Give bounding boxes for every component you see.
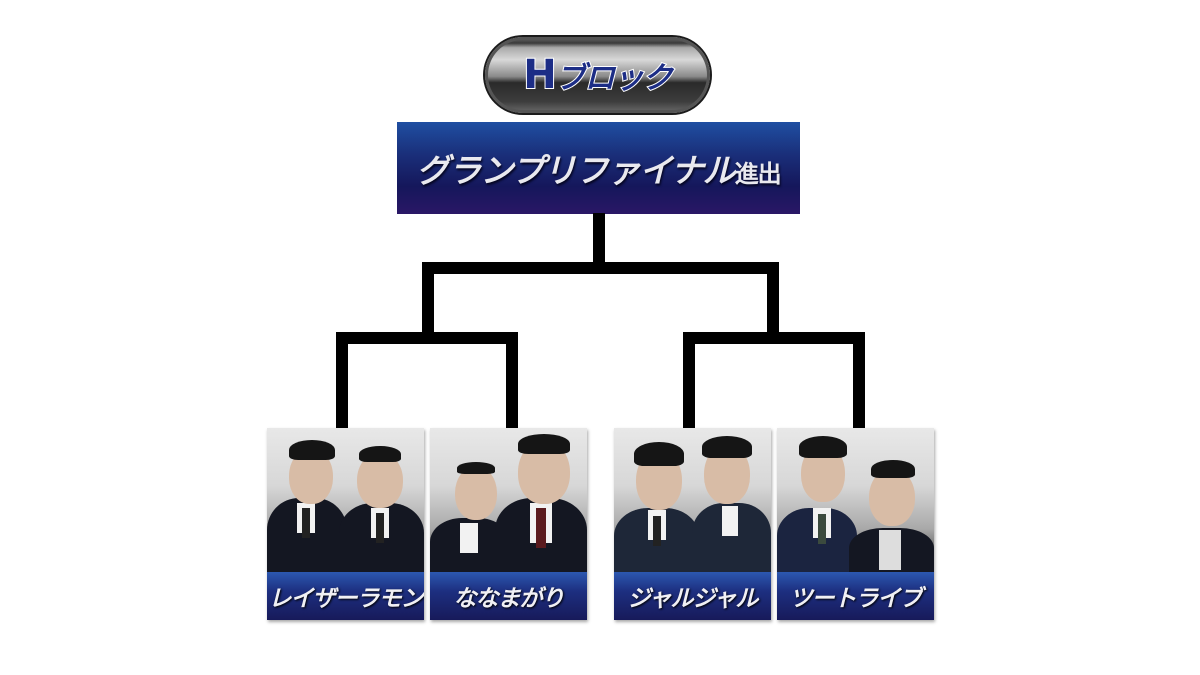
entrant-card: ジャルジャル (614, 428, 771, 620)
entrant-card: ななまがり (430, 428, 587, 620)
bracket-leg-3 (683, 332, 695, 428)
entrant-name-band: レイザーラモン (267, 572, 424, 620)
entrant-name: レイザーラモン (268, 585, 424, 612)
bracket-leg-1 (336, 332, 348, 428)
entrant-name: ツートライブ (789, 585, 923, 612)
entrant-card: ツートライブ (777, 428, 934, 620)
bracket-stem (593, 213, 605, 269)
entrant-photo (777, 428, 934, 578)
entrant-photo (430, 428, 587, 578)
final-title: グランプリファイナル (416, 151, 735, 190)
block-badge: Hブロック (485, 37, 710, 113)
entrant-name-band: ななまがり (430, 572, 587, 620)
block-letter: H (522, 51, 558, 99)
bracket-leg-4 (853, 332, 865, 428)
entrant-name-band: ツートライブ (777, 572, 934, 620)
block-suffix: ブロック (555, 60, 674, 97)
entrant-card: レイザーラモン (267, 428, 424, 620)
bracket-right-drop (767, 262, 779, 342)
entrant-name: ジャルジャル (627, 585, 759, 612)
entrant-photo (267, 428, 424, 578)
grand-prix-final-box: グランプリファイナル進出 (397, 122, 800, 214)
bracket-left-drop (422, 262, 434, 342)
entrant-name: ななまがり (453, 585, 565, 612)
entrant-name-band: ジャルジャル (614, 572, 771, 620)
bracket-top-bar (422, 262, 779, 274)
bracket-right-bar (683, 332, 865, 344)
final-title-suffix: 進出 (734, 159, 782, 188)
entrant-photo (614, 428, 771, 578)
bracket-left-bar (336, 332, 518, 344)
bracket-leg-2 (506, 332, 518, 428)
